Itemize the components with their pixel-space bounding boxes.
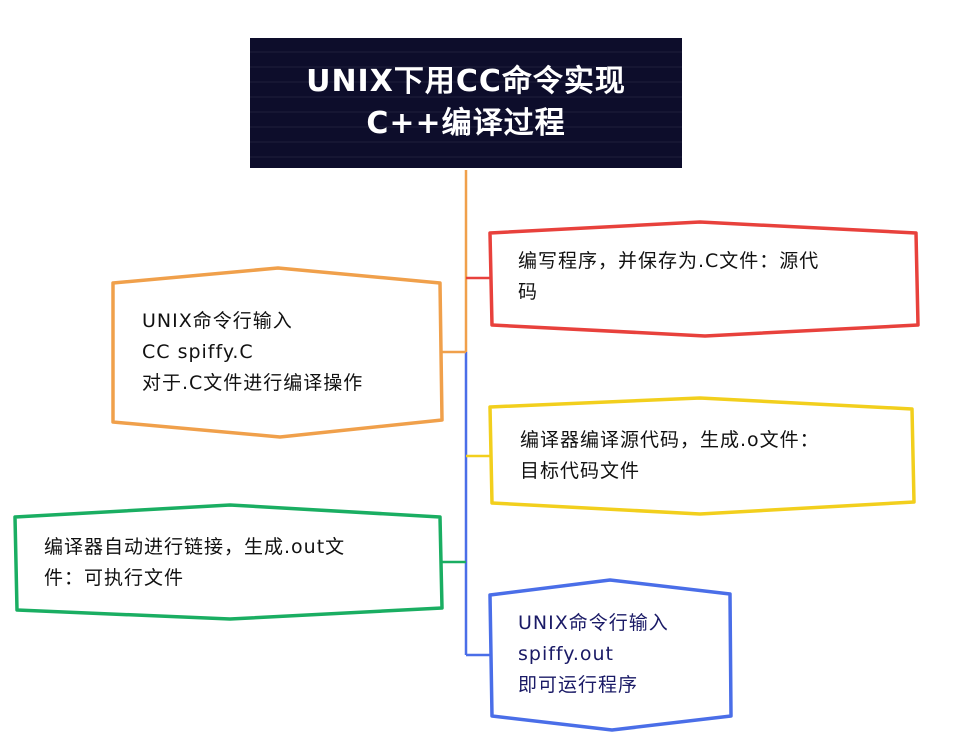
node-text-line: 编译器编译源代码，生成.o文件： xyxy=(520,429,820,451)
node-text-line: CC spiffy.C xyxy=(142,341,254,363)
node-run-program: UNIX命令行输入 spiffy.out 即可运行程序 xyxy=(518,608,728,701)
node-text-line: 件：可执行文件 xyxy=(44,567,185,589)
node-shape-n5 xyxy=(488,578,733,732)
node-text-line: 编译器自动进行链接，生成.out文 xyxy=(44,536,346,558)
node-text-line: UNIX命令行输入 xyxy=(518,612,669,634)
node-text-line: 码 xyxy=(518,281,539,303)
node-shape-n4 xyxy=(13,503,444,621)
node-link-executable: 编译器自动进行链接，生成.out文 件：可执行文件 xyxy=(44,532,434,594)
node-cc-command: UNIX命令行输入 CC spiffy.C 对于.C文件进行编译操作 xyxy=(142,306,442,399)
root-title-box: UNIX下用CC命令实现 C++编译过程 xyxy=(250,38,682,168)
node-text-line: 即可运行程序 xyxy=(518,674,639,696)
node-shape-n3 xyxy=(488,396,916,516)
title-line-1: UNIX下用CC命令实现 xyxy=(306,64,626,99)
node-write-program: 编写程序，并保存为.C文件：源代 码 xyxy=(518,246,898,308)
node-shape-n1 xyxy=(488,220,920,338)
node-text-line: 目标代码文件 xyxy=(520,460,641,482)
node-text-line: 对于.C文件进行编译操作 xyxy=(142,372,364,394)
node-compile-source: 编译器编译源代码，生成.o文件： 目标代码文件 xyxy=(520,425,900,487)
node-text-line: 编写程序，并保存为.C文件：源代 xyxy=(518,250,820,272)
node-text-line: spiffy.out xyxy=(518,643,614,665)
title-line-2: C++编译过程 xyxy=(366,106,566,141)
node-shape-n2 xyxy=(111,266,444,439)
node-text-line: UNIX命令行输入 xyxy=(142,310,293,332)
